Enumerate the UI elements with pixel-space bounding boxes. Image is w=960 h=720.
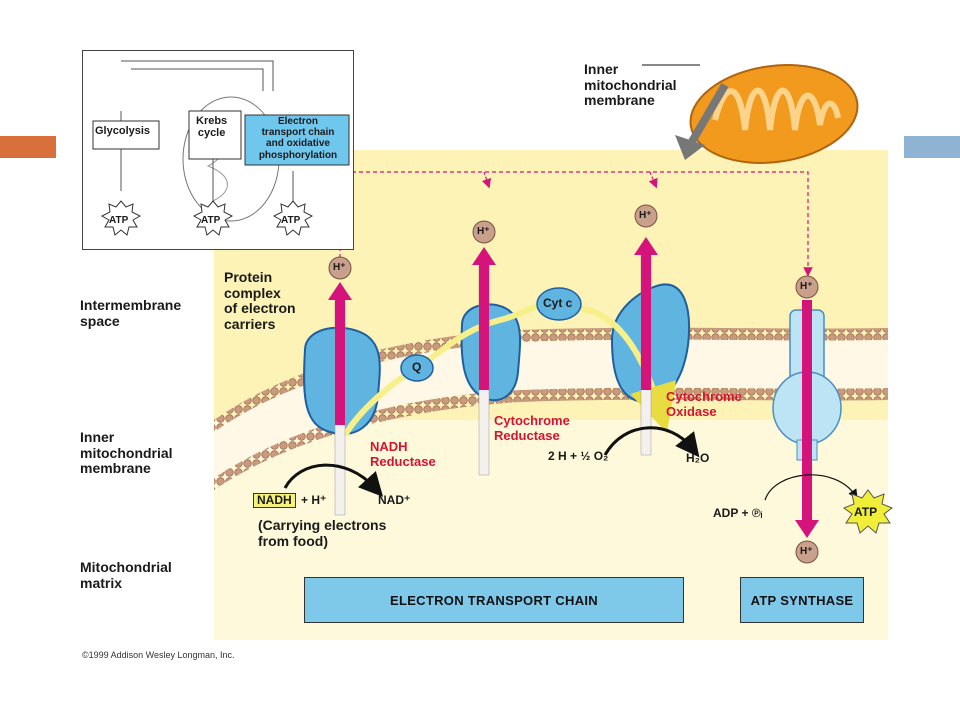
- label-cyt-c: Cyt c: [543, 296, 573, 310]
- label-atp: ATP: [854, 505, 878, 519]
- proton-arrow-4: [802, 300, 812, 525]
- slide-accent-left: [0, 136, 56, 158]
- proton-3: [634, 204, 658, 228]
- h-plus-1: H⁺: [333, 262, 346, 273]
- label-intermembrane: Intermembrane space: [80, 297, 182, 329]
- ubiquinone: [400, 354, 434, 382]
- proton-arrow-1: [335, 295, 345, 425]
- proton-2: [472, 220, 496, 244]
- overview-krebs: Krebs cycle: [196, 115, 228, 140]
- label-carrying: (Carrying electrons from food): [258, 517, 387, 549]
- overview-glycolysis: Glycolysis: [95, 125, 151, 137]
- label-cytochrome-reductase: Cytochrome Reductase: [494, 413, 570, 443]
- overview-graphics: [92, 60, 350, 236]
- label-adp: ADP + ℗ᵢ: [713, 506, 763, 520]
- overview-atp-3: ATP: [281, 215, 301, 226]
- label-oxygen: 2 H + ½ O₂: [548, 449, 609, 463]
- membrane-top-layer: [214, 327, 888, 432]
- label-water: H₂O: [686, 451, 710, 465]
- electron-path-2: [574, 305, 677, 433]
- pointer-arrow: [686, 82, 729, 148]
- slide-accent-right: [904, 136, 960, 158]
- electron-path: [342, 300, 546, 437]
- label-cytochrome-oxidase: Cytochrome Oxidase: [666, 389, 742, 419]
- proton-return-path: [339, 171, 813, 277]
- atp-synthase-label-box: ATP SYNTHASE: [740, 577, 864, 623]
- label-inner-membrane-top: Inner mitochondrial membrane: [584, 61, 677, 109]
- atp-burst: [842, 489, 894, 534]
- label-protein-complex: Protein complex of electron carriers: [224, 269, 296, 333]
- label-q: Q: [412, 360, 422, 374]
- cytochrome-c: [536, 287, 582, 321]
- proton-5: [795, 540, 819, 564]
- proton-1: [328, 256, 352, 280]
- proton-4: [795, 275, 819, 299]
- overview-atp-2: ATP: [201, 215, 221, 226]
- overview-atp-1: ATP: [109, 215, 129, 226]
- membrane-bottom-layer: [214, 387, 888, 490]
- label-nad: NAD⁺: [378, 493, 411, 507]
- h-plus-4: H⁺: [800, 281, 813, 292]
- label-plus-h: + H⁺: [301, 493, 327, 507]
- proton-branch-2: [648, 171, 658, 189]
- proton-arrow-2: [479, 260, 489, 390]
- copyright: ©1999 Addison Wesley Longman, Inc.: [82, 650, 235, 660]
- overview-inset: Glycolysis Krebs cycle Electron transpor…: [82, 50, 354, 250]
- nadh-arrow: [283, 463, 384, 497]
- adp-arrow: [764, 474, 858, 501]
- label-matrix: Mitochondrial matrix: [80, 559, 172, 591]
- membrane-core: [214, 339, 888, 478]
- proton-branch-1: [481, 171, 492, 189]
- etc-label-box: ELECTRON TRANSPORT CHAIN: [304, 577, 684, 623]
- h-plus-5: H⁺: [800, 546, 813, 557]
- overview-etc: Electron transport chain and oxidative p…: [258, 116, 338, 161]
- oxygen-arrow: [603, 426, 700, 458]
- proton-arrow-3: [641, 250, 651, 390]
- h-plus-3: H⁺: [639, 210, 652, 221]
- h-plus-2: H⁺: [477, 226, 490, 237]
- label-nadh: NADH: [253, 493, 296, 509]
- label-nadh-reductase: NADH Reductase: [370, 439, 436, 469]
- label-inner-membrane: Inner mitochondrial membrane: [80, 429, 173, 477]
